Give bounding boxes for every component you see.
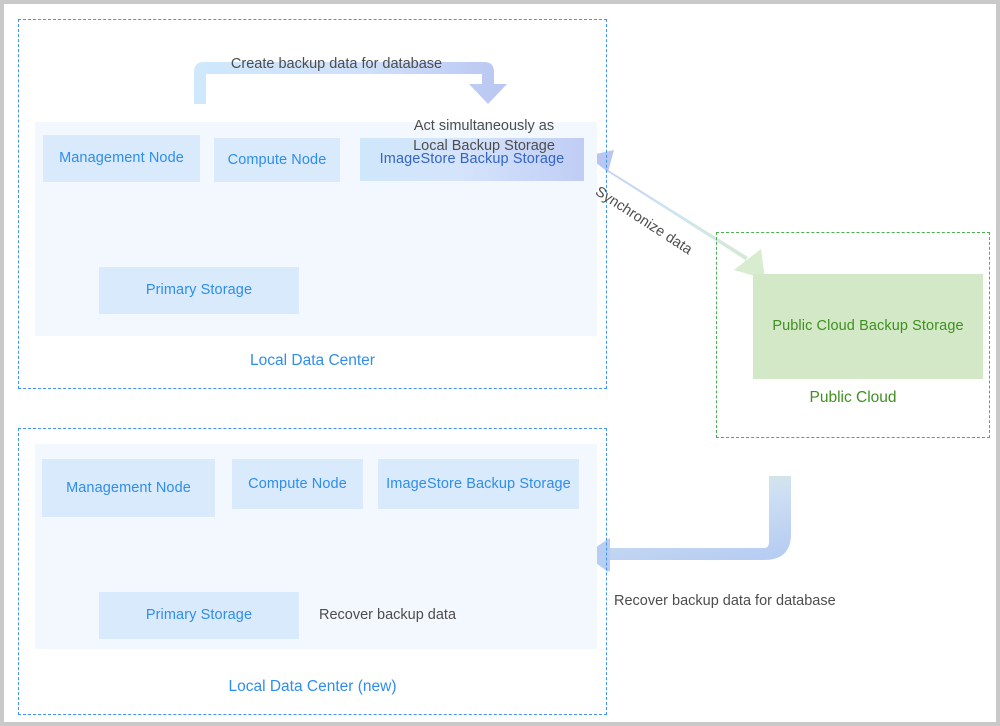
annotation-recover-backup-db-label: Recover backup data for database xyxy=(614,593,836,609)
caption-local-data-center-new-label: Local Data Center (new) xyxy=(228,678,397,695)
annotation-act-simultaneously: Act simultaneously as Local Backup Stora… xyxy=(374,96,594,156)
region-local-data-center xyxy=(18,19,607,389)
bottom-node-imagestore-label: ImageStore Backup Storage xyxy=(386,475,571,492)
top-node-compute[interactable]: Compute Node xyxy=(214,138,340,182)
top-node-management-label: Management Node xyxy=(59,150,184,167)
annotation-create-backup-label: Create backup data for database xyxy=(230,56,443,72)
cloud-node-backup-storage[interactable]: Public Cloud Backup Storage xyxy=(753,274,983,379)
bottom-node-compute[interactable]: Compute Node xyxy=(232,459,363,509)
bottom-node-primary-storage[interactable]: Primary Storage xyxy=(99,592,299,639)
top-node-primary-storage-label: Primary Storage xyxy=(145,282,253,299)
caption-public-cloud-label: Public Cloud xyxy=(809,389,897,406)
annotation-recover-backup-local: Recover backup data xyxy=(290,585,485,625)
top-node-primary-storage[interactable]: Primary Storage xyxy=(99,267,299,314)
top-node-management[interactable]: Management Node xyxy=(43,135,200,182)
recover-backup-db-arrow xyxy=(584,476,791,572)
bottom-node-imagestore[interactable]: ImageStore Backup Storage xyxy=(378,459,579,509)
bottom-node-management[interactable]: Management Node xyxy=(42,459,215,517)
caption-public-cloud: Public Cloud xyxy=(716,389,990,407)
annotation-create-backup: Create backup data for database xyxy=(154,34,519,74)
bottom-node-primary-storage-label: Primary Storage xyxy=(145,607,253,624)
bottom-node-compute-label: Compute Node xyxy=(248,475,347,492)
top-node-imagestore[interactable]: ImageStore Backup Storage xyxy=(360,138,584,181)
top-node-compute-label: Compute Node xyxy=(227,151,327,168)
region-public-cloud xyxy=(716,232,990,438)
region-local-data-center-new xyxy=(18,428,607,715)
annotation-act-simultaneously-label: Act simultaneously as Local Backup Stora… xyxy=(413,118,555,154)
annotation-recover-backup-db: Recover backup data for database xyxy=(614,571,924,611)
caption-local-data-center-new: Local Data Center (new) xyxy=(18,678,607,696)
annotation-synchronize-data-label: Synchronize data xyxy=(592,183,695,259)
caption-local-data-center: Local Data Center xyxy=(18,352,607,370)
top-node-imagestore-label: ImageStore Backup Storage xyxy=(379,151,565,168)
caption-local-data-center-label: Local Data Center xyxy=(250,352,375,369)
cloud-node-backup-storage-label: Public Cloud Backup Storage xyxy=(772,318,964,335)
annotation-recover-backup-local-label: Recover backup data xyxy=(318,607,457,623)
bottom-node-management-label: Management Node xyxy=(66,479,191,496)
